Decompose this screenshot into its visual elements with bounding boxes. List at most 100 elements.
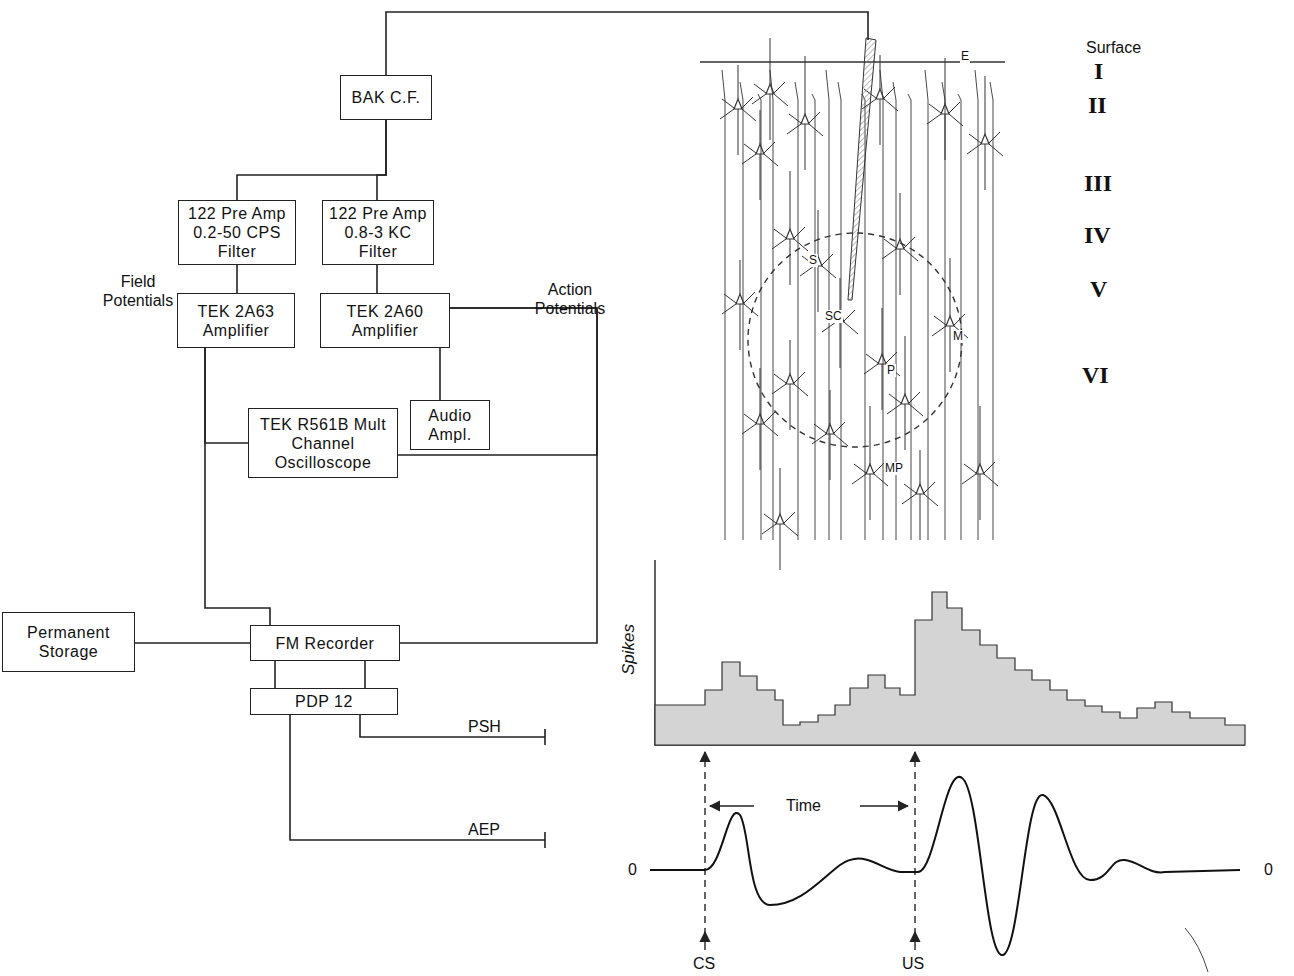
cortex-stroke bbox=[916, 484, 924, 494]
cortex-stroke bbox=[764, 512, 795, 523]
diagram-label: II bbox=[1088, 96, 1107, 115]
signal-wire bbox=[205, 348, 248, 443]
cortex-stroke bbox=[770, 94, 771, 140]
cortex-stroke bbox=[854, 462, 885, 473]
diagram-label: S bbox=[808, 254, 818, 267]
cortex-stroke bbox=[756, 414, 764, 424]
aep-waveform bbox=[650, 777, 1240, 955]
cortex-stroke bbox=[754, 82, 785, 93]
device-box: TEK 2A63 Amplifier bbox=[177, 293, 295, 348]
cortex-stroke bbox=[734, 99, 742, 109]
signal-wire bbox=[237, 120, 386, 200]
signal-wire bbox=[400, 308, 597, 643]
cortex-stroke bbox=[840, 278, 841, 312]
cortex-stroke bbox=[805, 124, 806, 170]
cortex-stroke bbox=[760, 110, 761, 144]
cortex-stroke bbox=[756, 144, 764, 154]
box-text: 122 Pre Amp 0.8-3 KC Filter bbox=[329, 204, 427, 261]
signal-wire bbox=[364, 661, 366, 688]
cortex-stroke bbox=[760, 154, 761, 200]
diagram-label: AEP bbox=[468, 820, 500, 839]
cortex-stroke bbox=[774, 372, 805, 383]
cortex-stroke bbox=[941, 104, 949, 114]
cortex-stroke bbox=[900, 193, 901, 239]
box-text: 122 Pre Amp 0.2-50 CPS Filter bbox=[185, 204, 289, 261]
cortex-stroke bbox=[884, 237, 915, 248]
cortex-stroke bbox=[985, 144, 986, 190]
cortex-stroke bbox=[814, 422, 845, 433]
cortex-stroke bbox=[870, 406, 871, 464]
device-box: Permanent Storage bbox=[2, 612, 135, 672]
cortex-stroke bbox=[770, 38, 771, 84]
signal-wire bbox=[377, 120, 386, 200]
cortex-stroke bbox=[934, 314, 965, 325]
cortex-stroke bbox=[738, 65, 739, 99]
device-box: 122 Pre Amp 0.8-3 KC Filter bbox=[322, 200, 434, 265]
diagram-label: E bbox=[960, 50, 970, 63]
cortex-stroke bbox=[740, 260, 741, 294]
cortex-stroke bbox=[878, 354, 886, 364]
cortex-stroke bbox=[780, 468, 781, 514]
signal-wire bbox=[236, 265, 238, 293]
cortex-stroke bbox=[830, 390, 831, 424]
cortex-stroke bbox=[990, 82, 993, 540]
cortex-stroke bbox=[908, 94, 911, 540]
cortex-stroke bbox=[964, 462, 995, 473]
cortex-stroke bbox=[789, 112, 820, 123]
diagram-label: PSH bbox=[468, 717, 501, 736]
cortex-stroke bbox=[880, 70, 883, 540]
cortex-stroke bbox=[929, 102, 960, 113]
device-box: Audio Ampl. bbox=[410, 400, 490, 450]
device-box: PDP 12 bbox=[250, 688, 398, 715]
electrode bbox=[848, 38, 876, 300]
cortex-stroke bbox=[920, 450, 921, 484]
signal-wire bbox=[376, 265, 378, 293]
cortex-stroke bbox=[790, 239, 791, 285]
cortex-stroke bbox=[969, 132, 1000, 143]
diagram-label: III bbox=[1084, 174, 1112, 193]
cortex-stroke bbox=[900, 249, 901, 295]
diagram-label: 0 bbox=[1264, 860, 1273, 879]
device-box: TEK R561B Mult Channel Oscilloscope bbox=[248, 408, 398, 478]
cortex-stroke bbox=[946, 316, 954, 326]
device-box: TEK 2A60 Amplifier bbox=[320, 293, 450, 348]
diagram-label: V bbox=[1090, 280, 1107, 299]
diagram-label: Field Potentials bbox=[98, 272, 178, 310]
cortex-stroke bbox=[880, 55, 881, 89]
cortex-stroke bbox=[840, 322, 841, 368]
signal-wire bbox=[274, 661, 276, 688]
box-text: PDP 12 bbox=[295, 692, 353, 711]
cortex-stroke bbox=[818, 266, 819, 312]
histogram bbox=[655, 560, 1245, 745]
cortex-stroke bbox=[896, 239, 904, 249]
cortex-stroke bbox=[766, 84, 774, 94]
cortex-stroke bbox=[980, 474, 981, 520]
cortex-stroke bbox=[776, 514, 784, 524]
cortex-stroke bbox=[905, 404, 906, 450]
cortex-stroke bbox=[795, 82, 798, 540]
cortex-stroke bbox=[786, 229, 794, 239]
device-box: BAK C.F. bbox=[340, 75, 432, 120]
signal-wire bbox=[205, 348, 270, 625]
signal-wire bbox=[439, 348, 441, 400]
cortex-stroke bbox=[826, 424, 834, 434]
time-markers bbox=[705, 752, 915, 950]
stray-mark bbox=[1185, 928, 1208, 972]
diagram-label: MP bbox=[884, 462, 904, 475]
box-text: TEK 2A63 Amplifier bbox=[184, 302, 288, 340]
box-text: Permanent Storage bbox=[9, 623, 128, 661]
cortex-stroke bbox=[904, 482, 935, 493]
cortex-stroke bbox=[866, 464, 874, 474]
cortex-stroke bbox=[830, 434, 831, 480]
cortex-stroke bbox=[722, 97, 753, 108]
cortex-stroke bbox=[780, 524, 781, 570]
signal-wire bbox=[135, 642, 250, 644]
device-box: 122 Pre Amp 0.2-50 CPS Filter bbox=[178, 200, 296, 265]
cortex-stroke bbox=[866, 352, 897, 363]
aep-lead bbox=[290, 708, 545, 848]
cortex-stroke bbox=[790, 340, 791, 374]
cortex-stroke bbox=[950, 326, 951, 372]
cortex-stroke bbox=[722, 70, 725, 540]
cortex-stroke bbox=[740, 304, 741, 350]
cortex-stroke bbox=[774, 227, 805, 238]
